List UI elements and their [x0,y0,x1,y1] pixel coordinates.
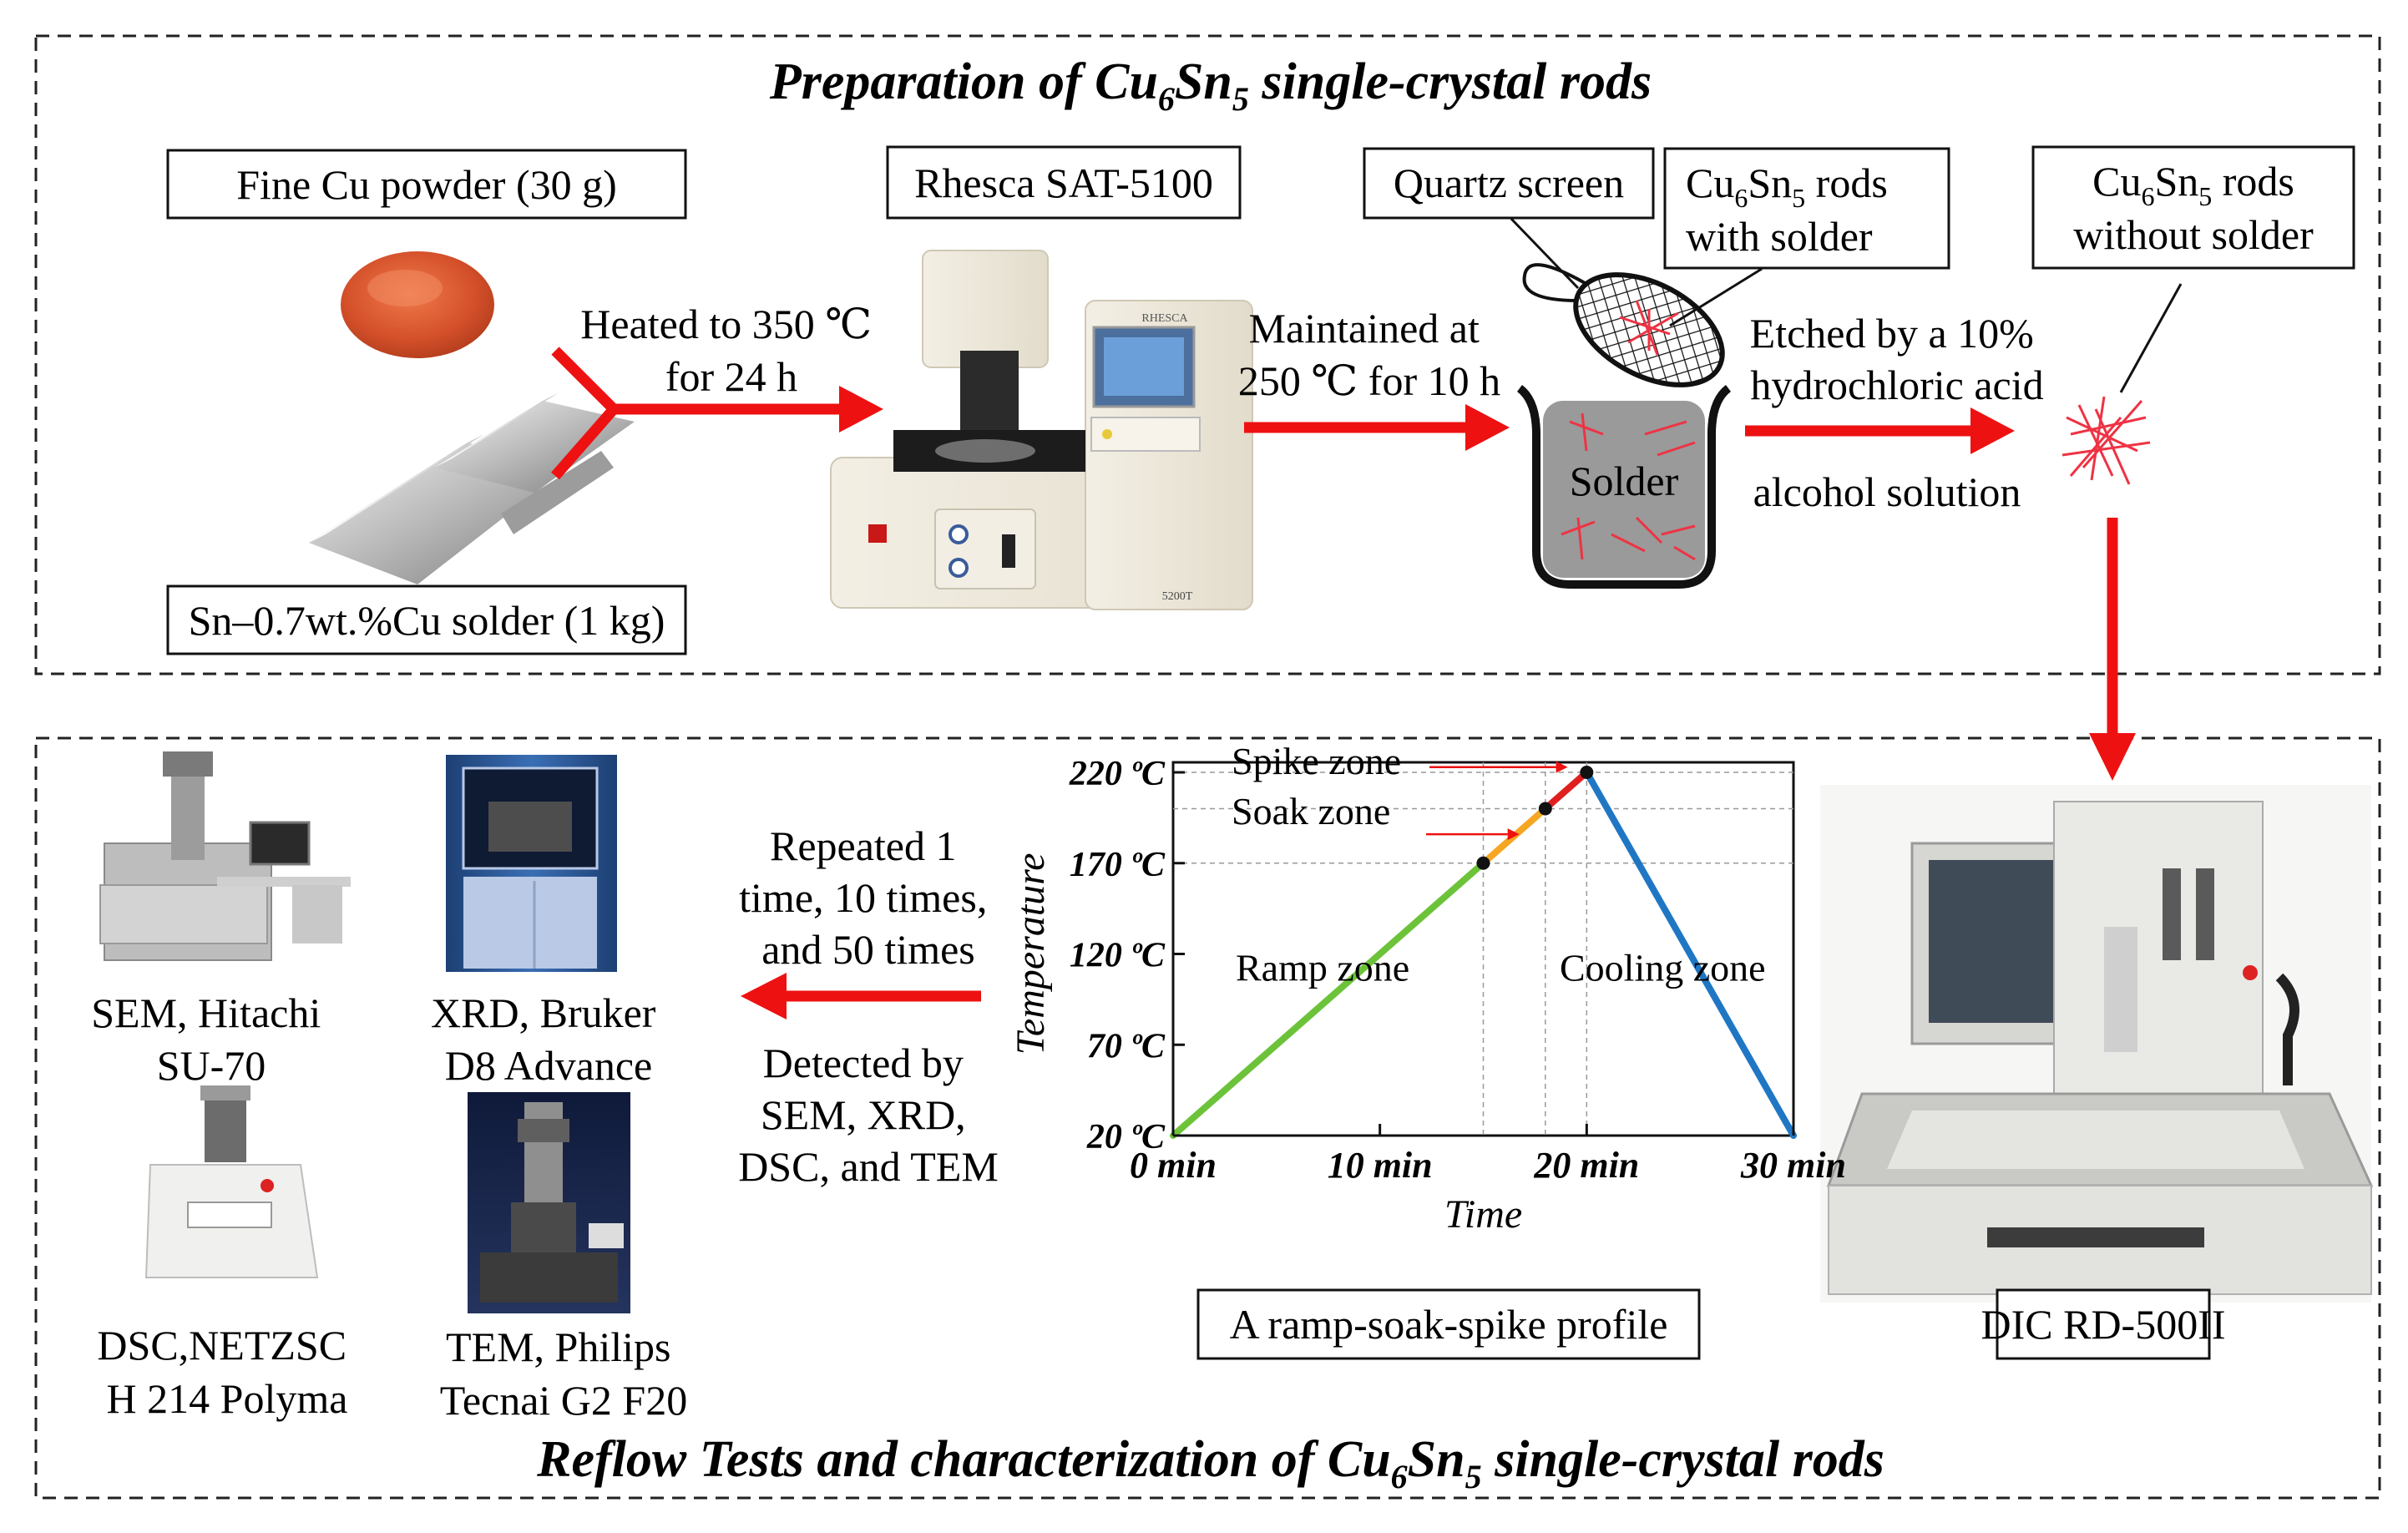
detected-step-text: Detected by SEM, XRD, DSC, and TEM [738,1040,999,1190]
dic-label-box: DIC RD-500II [1981,1288,2226,1360]
quartz-screen-sieve [1510,217,1763,387]
svg-text:A ramp-soak-spike profile: A ramp-soak-spike profile [1230,1301,1668,1348]
x-tick-label: 20 min [1533,1145,1639,1186]
x-tick-label: 10 min [1328,1145,1433,1186]
cooling-zone-label: Cooling zone [1560,947,1766,989]
etched-rods-image [2061,283,2183,485]
y-axis-title: Temperature [1009,853,1053,1055]
merge-arrow [551,347,883,480]
top-section-frame [34,34,2381,675]
rods-with-solder-label-box: Cu6Sn5 rods with solder [1663,147,1950,270]
etched-arrow [1745,407,2015,454]
repeated-step-text: Repeated 1 time, 10 times, and 50 times [739,822,998,973]
svg-text:Cu6Sn5 rods: Cu6Sn5 rods [1686,159,1888,213]
soak-zone-label: Soak zone [1232,790,1390,832]
profile-label-box: A ramp-soak-spike profile [1196,1288,1701,1360]
svg-text:Fine Cu powder (30 g): Fine Cu powder (30 g) [236,161,617,208]
soak-pointer-head [1507,828,1520,841]
tem-philips-image [468,1092,630,1313]
svg-text:Quartz screen: Quartz screen [1394,159,1624,206]
dsc-label: DSC,NETZSC H 214 Polyma [97,1322,357,1422]
cooling-zone-line [1583,769,1797,1139]
x-tick-label: 30 min [1740,1145,1846,1186]
svg-text:5200T: 5200T [1162,590,1193,603]
marker-1 [1538,802,1552,816]
down-arrow [2089,518,2136,781]
sem-label: SEM, Hitachi SU-70 [91,989,331,1089]
svg-text:DIC RD-500II: DIC RD-500II [1981,1301,2225,1348]
y-tick-label: 20 ºC [1086,1118,1166,1156]
tem-label: TEM, Philips Tecnai G2 F20 [440,1323,687,1424]
svg-text:RHESCA: RHESCA [1141,312,1188,325]
y-tick-label: 170 ºC [1070,846,1166,884]
svg-text:with solder: with solder [1686,213,1873,260]
maintained-arrow [1244,404,1510,451]
etched-step-text-bottom: alcohol solution [1753,468,2021,515]
fine-cu-label-box: Fine Cu powder (30 g) [166,149,687,220]
svg-text:Cu6Sn5 rods: Cu6Sn5 rods [2092,158,2294,211]
svg-text:without solder: without solder [2073,211,2314,258]
spike-zone-label: Spike zone [1232,740,1401,782]
etched-step-text-top: Etched by a 10% hydrochloric acid [1750,310,2045,408]
rhesca-label-box: Rhesca SAT-5100 [886,145,1242,220]
rhesca-sat5100-image: RHESCA 5200T [830,250,1253,610]
bottom-section-frame [34,736,2381,1500]
ramp-zone-label: Ramp zone [1236,947,1409,989]
spike-pointer-head [1556,761,1568,773]
left-arrow [741,973,981,1019]
y-tick-label: 70 ºC [1087,1027,1166,1065]
ramp-zone-line [1170,859,1487,1139]
x-tick-label: 0 min [1130,1145,1217,1186]
svg-text:Rhesca SAT-5100: Rhesca SAT-5100 [914,159,1213,206]
svg-text:Solder: Solder [1570,458,1679,504]
marker-0 [1476,856,1490,870]
y-tick-label: 220 ºC [1069,755,1166,793]
maintained-step-text: Maintained at 250 ℃ for 10 h [1238,305,1500,404]
xrd-bruker-image [446,755,617,972]
xrd-label: XRD, Bruker D8 Advance [431,989,666,1089]
top-section-title: Preparation of Cu6Sn5 single-crystal rod… [769,53,1652,118]
rods-without-solder-label-box: Cu6Sn5 rods without solder [2031,145,2355,270]
cu-powder-image [341,251,494,358]
sem-hitachi-image [99,751,351,961]
y-tick-label: 120 ºC [1070,937,1166,975]
reflow-profile-chart: 0 min 10 min 20 min 30 min 20 ºC 70 ºC 120 ºC 1… [1009,740,1846,1237]
quartz-screen-label-box: Quartz screen [1363,147,1655,220]
heated-step-text: Heated to 350 ℃ for 24 h [580,301,882,400]
sn-ingot-image [309,392,635,584]
svg-text:Sn–0.7wt.%Cu solder (1 kg): Sn–0.7wt.%Cu solder (1 kg) [189,597,665,644]
x-axis-title: Time [1444,1192,1522,1237]
bottom-section-title: Reflow Tests and characterization of Cu6… [536,1431,1884,1495]
sn-solder-label-box: Sn–0.7wt.%Cu solder (1 kg) [166,584,687,655]
marker-2 [1580,766,1594,779]
dsc-netzsch-image [144,1085,319,1278]
dic-rd500ii-image [1820,785,2374,1303]
spike-zone-line [1541,769,1591,812]
solder-bath: Solder [1516,385,1732,589]
